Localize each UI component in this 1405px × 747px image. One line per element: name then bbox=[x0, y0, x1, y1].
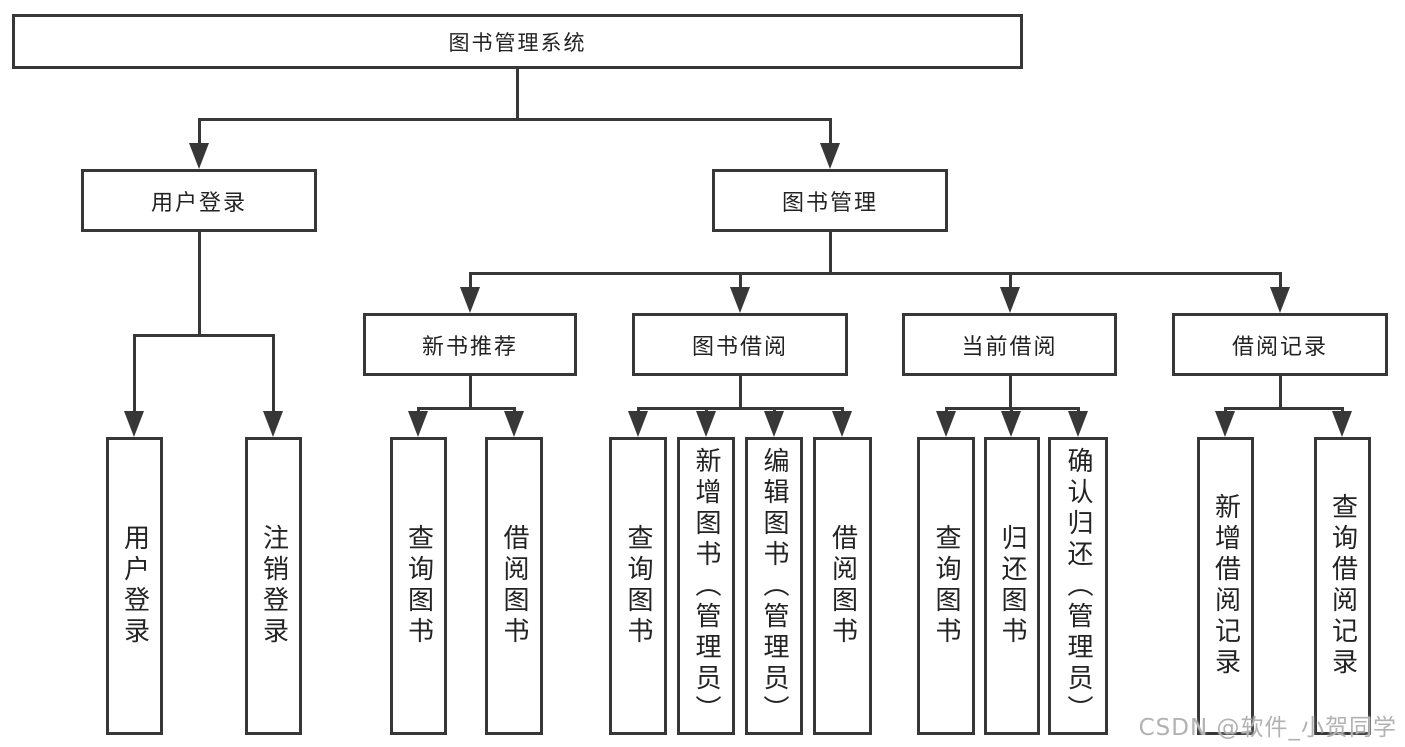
node-label: 新书推荐 bbox=[421, 334, 518, 360]
node-borrowing-records: 借阅记录 bbox=[1172, 313, 1388, 376]
node-label: 查询图书 bbox=[931, 524, 961, 648]
connector-root-bus bbox=[198, 118, 831, 121]
connector-drop-line bbox=[1279, 272, 1282, 290]
leaf-query-books-recommend: 查询图书 bbox=[390, 437, 447, 735]
arrowhead-down-icon bbox=[832, 411, 852, 437]
arrowhead-down-icon bbox=[408, 411, 428, 437]
connector-mgmt-stub bbox=[829, 232, 832, 275]
node-book-management: 图书管理 bbox=[712, 169, 948, 232]
node-label: 归还图书 bbox=[997, 524, 1027, 648]
arrowhead-down-icon bbox=[504, 411, 524, 437]
node-current-borrowing: 当前借阅 bbox=[902, 313, 1117, 376]
node-label: 新增借阅记录 bbox=[1210, 493, 1241, 679]
arrowhead-down-icon bbox=[820, 143, 840, 169]
node-label: 借阅图书 bbox=[499, 524, 529, 648]
node-library-management-system: 图书管理系统 bbox=[12, 14, 1023, 69]
connector-drop-line bbox=[133, 334, 136, 414]
arrowhead-down-icon bbox=[124, 411, 144, 437]
arrowhead-down-icon bbox=[730, 287, 750, 313]
node-label: 借阅记录 bbox=[1231, 334, 1328, 360]
arrowhead-down-icon bbox=[1332, 411, 1352, 437]
leaf-query-books-borrow: 查询图书 bbox=[609, 437, 667, 735]
node-label: 当前借阅 bbox=[961, 334, 1058, 360]
connector-login-stub bbox=[198, 232, 201, 337]
arrowhead-down-icon bbox=[1068, 411, 1088, 437]
node-new-book-recommend: 新书推荐 bbox=[363, 313, 577, 376]
arrowhead-down-icon bbox=[1001, 411, 1021, 437]
connector-records-stub bbox=[1279, 376, 1282, 410]
leaf-borrow-books-recommend: 借阅图书 bbox=[485, 437, 543, 735]
leaf-query-borrow-record: 查询借阅记录 bbox=[1314, 437, 1371, 735]
connector-drop-line bbox=[272, 334, 275, 414]
node-book-borrowing: 图书借阅 bbox=[632, 313, 848, 376]
node-label: 新增图书（管理员） bbox=[691, 446, 721, 726]
leaf-add-borrow-record: 新增借阅记录 bbox=[1197, 437, 1254, 735]
leaf-query-books-current: 查询图书 bbox=[917, 437, 975, 735]
csdn-watermark: CSDN @软件_小贺同学 bbox=[1138, 715, 1397, 741]
arrowhead-down-icon bbox=[764, 411, 784, 437]
leaf-user-login: 用户登录 bbox=[106, 437, 163, 735]
node-label: 图书借阅 bbox=[691, 334, 788, 360]
connector-borrow-bus bbox=[637, 407, 843, 410]
node-label: 图书管理 bbox=[781, 190, 878, 216]
node-label: 查询图书 bbox=[403, 524, 434, 648]
connector-mgmt-bus bbox=[469, 272, 1281, 275]
arrowhead-down-icon bbox=[1270, 287, 1290, 313]
connector-drop-line bbox=[1009, 272, 1012, 290]
arrowhead-down-icon bbox=[189, 143, 209, 169]
node-label: 确认归还（管理员） bbox=[1063, 446, 1093, 726]
connector-drop-line bbox=[739, 272, 742, 290]
arrowhead-down-icon bbox=[460, 287, 480, 313]
node-label: 查询借阅记录 bbox=[1327, 493, 1358, 679]
connector-root-stub bbox=[516, 69, 519, 121]
arrowhead-down-icon bbox=[263, 411, 283, 437]
connector-borrow-stub bbox=[739, 376, 742, 410]
node-label: 图书管理系统 bbox=[448, 30, 587, 55]
leaf-borrow-books: 借阅图书 bbox=[813, 437, 872, 735]
arrowhead-down-icon bbox=[696, 411, 716, 437]
node-label: 编辑图书（管理员） bbox=[759, 446, 789, 726]
connector-drop-line bbox=[469, 272, 472, 290]
arrowhead-down-icon bbox=[1000, 287, 1020, 313]
connector-drop-line bbox=[829, 118, 832, 146]
connector-recommend-bus bbox=[417, 407, 515, 410]
node-label: 用户登录 bbox=[150, 190, 247, 216]
node-label: 查询图书 bbox=[623, 524, 653, 648]
connector-drop-line bbox=[198, 118, 201, 146]
leaf-confirm-return-admin: 确认归还（管理员） bbox=[1048, 437, 1108, 735]
leaf-return-books: 归还图书 bbox=[984, 437, 1040, 735]
leaf-logout: 注销登录 bbox=[245, 437, 302, 735]
node-user-login: 用户登录 bbox=[81, 169, 317, 232]
connector-login-bus bbox=[133, 334, 274, 337]
connector-recommend-stub bbox=[469, 376, 472, 410]
arrowhead-down-icon bbox=[936, 411, 956, 437]
node-label: 用户登录 bbox=[119, 524, 150, 648]
leaf-edit-books-admin: 编辑图书（管理员） bbox=[745, 437, 803, 735]
leaf-add-books-admin: 新增图书（管理员） bbox=[677, 437, 735, 735]
connector-current-stub bbox=[1009, 376, 1012, 410]
node-label: 注销登录 bbox=[258, 524, 289, 648]
arrowhead-down-icon bbox=[628, 411, 648, 437]
arrowhead-down-icon bbox=[1215, 411, 1235, 437]
node-label: 借阅图书 bbox=[827, 524, 858, 648]
connector-records-bus bbox=[1224, 407, 1344, 410]
